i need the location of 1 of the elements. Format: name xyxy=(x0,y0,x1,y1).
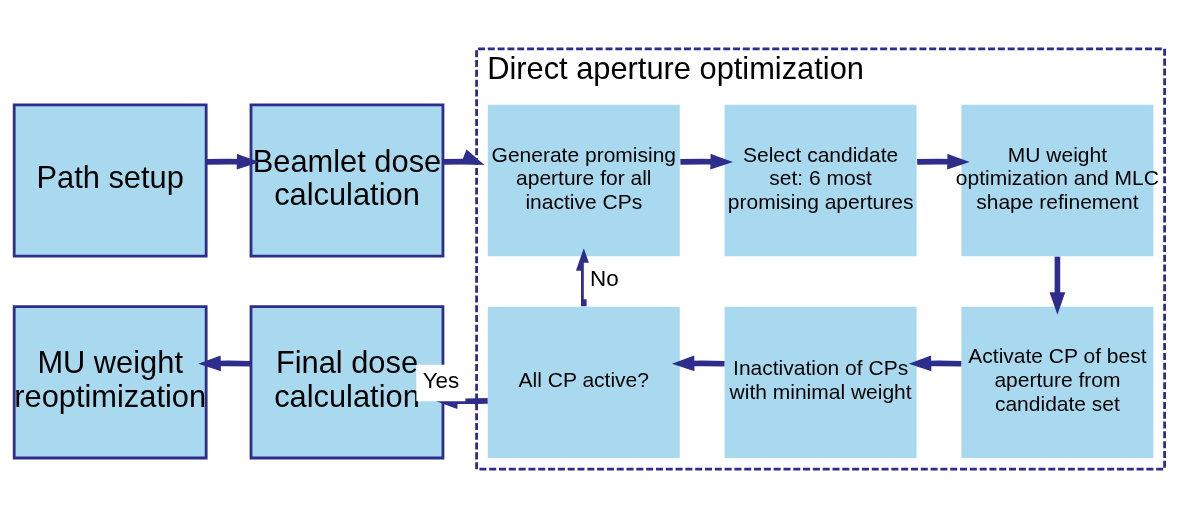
edge-label: No xyxy=(590,265,619,291)
